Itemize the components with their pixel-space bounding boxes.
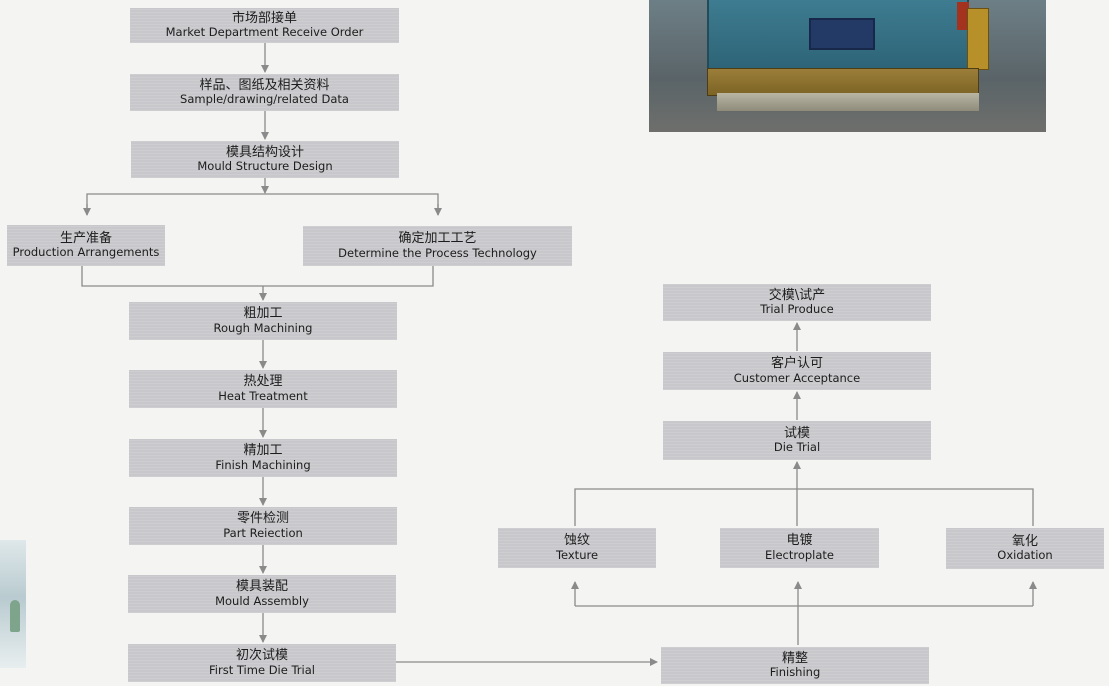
- step-title-en: Sample/drawing/related Data: [180, 92, 349, 107]
- step-title-en: Determine the Process Technology: [338, 245, 537, 260]
- step-title-en: Texture: [555, 547, 599, 562]
- step-mould-structure-design: 模具结构设计 Mould Structure Design: [131, 141, 399, 178]
- split-line: [86, 193, 439, 215]
- mould-base-plate: [707, 68, 979, 96]
- step-title-zh: 零件检测: [236, 511, 289, 527]
- step-title-en: Part Reiection: [223, 525, 303, 540]
- step-title-en: Rough Machining: [213, 320, 313, 335]
- step-title-en: Electroplate: [764, 547, 834, 562]
- step-customer-acceptance: 客户认可 Customer Acceptance: [663, 352, 931, 390]
- mould-cavity-window: [809, 18, 875, 50]
- step-part-rejection: 零件检测 Part Reiection: [129, 507, 397, 545]
- step-sample-drawing-data: 样品、图纸及相关资料 Sample/drawing/related Data: [130, 74, 399, 111]
- step-rough-machining: 粗加工 Rough Machining: [129, 302, 397, 340]
- step-title-zh: 客户认可: [770, 356, 823, 372]
- plant-image: [10, 600, 20, 632]
- step-title-en: Mould Assembly: [215, 593, 309, 608]
- mould-bottom-plate: [717, 93, 979, 111]
- step-first-time-die-trial: 初次试模 First Time Die Trial: [128, 644, 396, 682]
- step-finishing: 精整 Finishing: [661, 647, 929, 684]
- step-title-zh: 试模: [783, 425, 810, 441]
- step-title-zh: 确定加工工艺: [398, 231, 477, 247]
- step-title-en: Heat Treatment: [218, 388, 308, 403]
- step-title-zh: 精整: [781, 650, 808, 666]
- join-line-top: [574, 488, 1034, 526]
- step-heat-treatment: 热处理 Heat Treatment: [129, 370, 397, 408]
- step-title-en: Oxidation: [997, 548, 1053, 563]
- step-title-zh: 精加工: [243, 443, 283, 459]
- step-title-zh: 热处理: [243, 374, 283, 390]
- step-title-zh: 电镀: [786, 533, 813, 549]
- step-title-en: Finishing: [769, 665, 821, 680]
- step-title-zh: 初次试模: [235, 648, 288, 664]
- step-title-zh: 粗加工: [243, 306, 283, 322]
- step-title-en: Finish Machining: [215, 457, 311, 472]
- step-title-zh: 样品、图纸及相关资料: [199, 77, 330, 93]
- mould-side-block: [967, 8, 989, 70]
- step-title-zh: 氧化: [1011, 533, 1038, 549]
- step-title-zh: 模具装配: [235, 579, 288, 595]
- step-title-en: First Time Die Trial: [209, 662, 315, 677]
- step-title-zh: 市场部接单: [231, 10, 297, 26]
- step-determine-process-technology: 确定加工工艺 Determine the Process Technology: [303, 226, 572, 266]
- step-title-en: Die Trial: [773, 440, 821, 455]
- step-electroplate: 电镀 Electroplate: [720, 528, 879, 568]
- decor-photo-edge: [0, 540, 26, 668]
- step-oxidation: 氧化 Oxidation: [946, 528, 1104, 569]
- step-texture: 蚀纹 Texture: [498, 528, 656, 568]
- step-title-zh: 蚀纹: [563, 533, 590, 549]
- step-title-en: Mould Structure Design: [197, 159, 333, 174]
- mould-red-connector: [957, 2, 969, 30]
- step-title-zh: 生产准备: [59, 230, 112, 246]
- step-die-trial: 试模 Die Trial: [663, 421, 931, 460]
- step-market-receive-order: 市场部接单 Market Department Receive Order: [130, 8, 399, 43]
- step-production-arrangements: 生产准备 Production Arrangements: [7, 225, 165, 266]
- step-title-en: Trial Produce: [760, 302, 834, 317]
- step-mould-assembly: 模具装配 Mould Assembly: [128, 575, 396, 613]
- step-title-zh: 模具结构设计: [225, 144, 304, 160]
- mould-photo: [649, 0, 1046, 132]
- step-title-en: Market Department Receive Order: [165, 25, 364, 40]
- merge-line: [81, 266, 434, 287]
- step-trial-produce: 交模\试产 Trial Produce: [663, 284, 931, 321]
- step-title-en: Customer Acceptance: [733, 370, 861, 385]
- step-title-en: Production Arrangements: [12, 245, 160, 260]
- step-title-zh: 交模\试产: [768, 287, 826, 303]
- step-finish-machining: 精加工 Finish Machining: [129, 439, 397, 477]
